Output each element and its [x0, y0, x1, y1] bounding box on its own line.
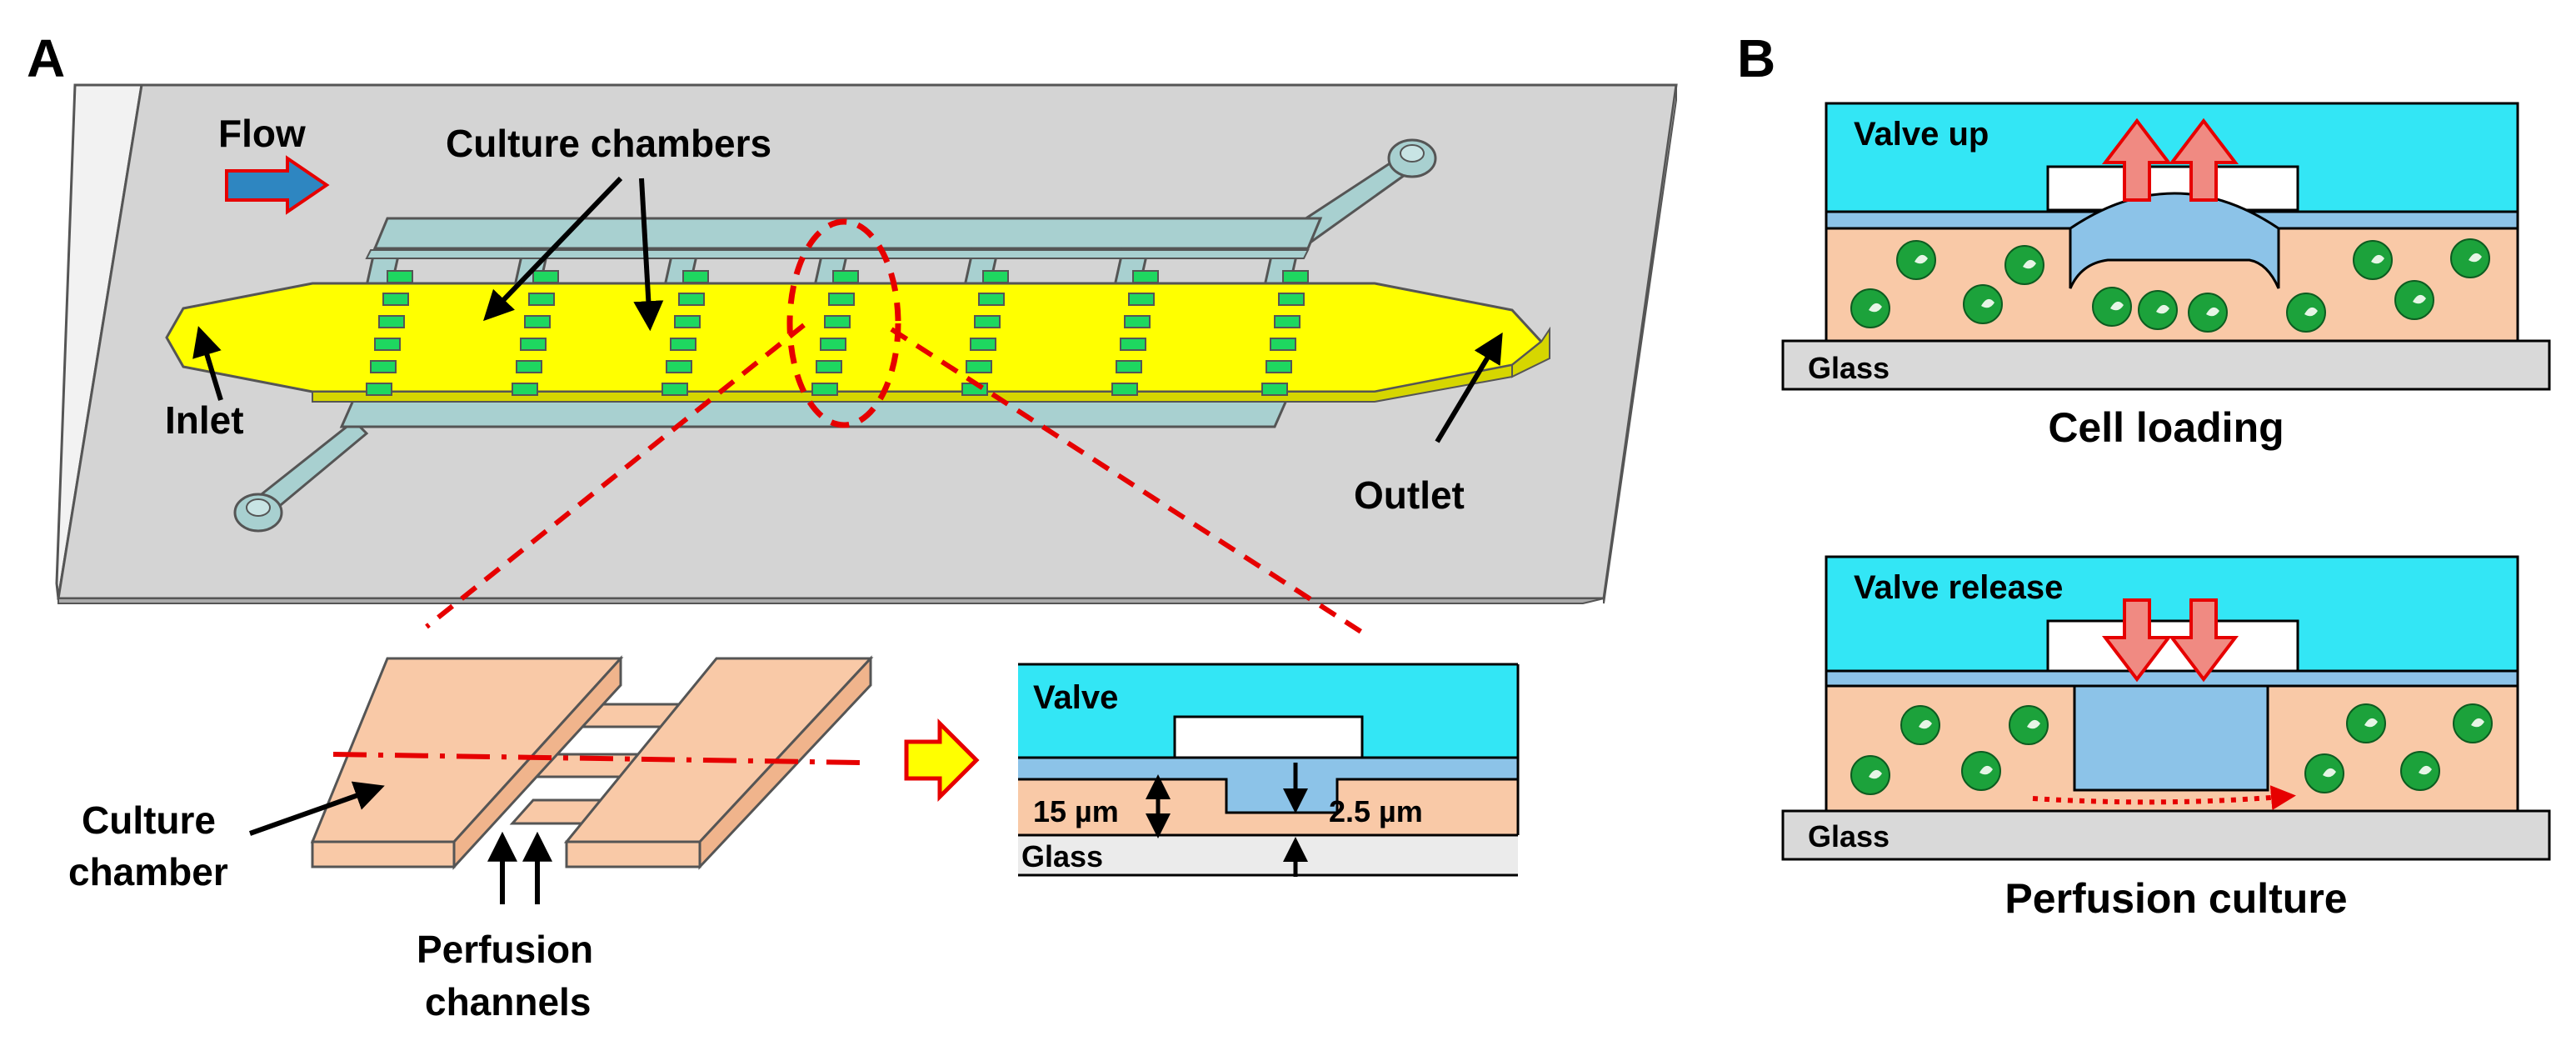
- cell-loading-valve-label: Valve up: [1854, 116, 1989, 153]
- cell-highlight: [2323, 768, 2336, 778]
- culture-chamber-label-line1: Culture: [82, 798, 216, 842]
- perfusion-culture-diagram: [1781, 555, 2551, 861]
- perfusion-channel-segment: [820, 338, 846, 351]
- access-ports: [233, 138, 1437, 533]
- flow-arrow-icon: [225, 155, 330, 215]
- inlet-label: Inlet: [165, 398, 244, 442]
- perfusion-channel-segment: [970, 338, 996, 351]
- perfusion-channel-segment: [978, 293, 1005, 306]
- perfusion-channel-segment: [1270, 338, 1296, 351]
- cell-highlight: [2206, 307, 2219, 317]
- valve-frame-front: [365, 249, 1310, 259]
- perfusion-channel-segment: [382, 293, 409, 306]
- perfusion-channel-segment: [366, 383, 392, 396]
- cell-highlight: [2469, 253, 2482, 263]
- perfusion-channel-segment: [678, 293, 705, 306]
- cell-highlight: [2023, 259, 2036, 269]
- section-arrow-icon: [904, 718, 980, 803]
- perfusion-label-line1: Perfusion: [417, 928, 593, 971]
- culture-chamber-pointer-1: [483, 176, 623, 322]
- perfusion-culture-glass-label: Glass: [1808, 819, 1890, 853]
- perfusion-channel-segment: [670, 338, 696, 351]
- perfusion-channel-segment: [374, 338, 401, 351]
- perfusion-culture-valve-label: Valve release: [1854, 569, 2063, 606]
- zoom-indicator: [425, 218, 1368, 638]
- cell-highlight: [2413, 294, 2426, 304]
- outlet-pointer: [1435, 332, 1503, 443]
- cell-highlight: [2371, 254, 2384, 264]
- cross-section-height-label: 15 µm: [1033, 794, 1119, 828]
- perfusion-channel-segment: [832, 270, 859, 283]
- cell-highlight: [2027, 719, 2040, 729]
- perfusion-channel-segment: [966, 360, 992, 373]
- culture-chamber-pointer-2: [633, 178, 664, 332]
- cell-highlight: [1915, 254, 1928, 264]
- perfusion-channel-segment: [1282, 270, 1309, 283]
- perfusion-label-line2: channels: [425, 980, 591, 1023]
- perfusion-channel-segment: [666, 360, 692, 373]
- perfusion-channel-segment: [982, 270, 1009, 283]
- perfusion-channel-segment: [378, 315, 405, 328]
- culture-chamber-detail: [310, 655, 874, 870]
- cross-section-valve-label: Valve: [1033, 679, 1118, 716]
- panel-a-letter: A: [27, 28, 65, 88]
- perfusion-channel-segment: [682, 270, 709, 283]
- cell-highlight: [1919, 719, 1932, 729]
- perfusion-channel-segment: [512, 383, 538, 396]
- perfusion-channel-segment: [974, 315, 1001, 328]
- cell-highlight: [1981, 298, 1994, 308]
- cell-loading-caption: Cell loading: [2048, 404, 2284, 451]
- cross-section: [1018, 663, 1520, 877]
- perfusion-channel-segment: [1266, 360, 1292, 373]
- perfusion-channel-segment: [1278, 293, 1305, 306]
- cell-highlight: [1869, 303, 1882, 313]
- perfusion-channel-segment: [1124, 315, 1151, 328]
- cell-highlight: [2471, 718, 2484, 728]
- perfusion-channel-segment: [516, 360, 542, 373]
- cell-loading-glass-label: Glass: [1808, 351, 1890, 385]
- perfusion-channel-segment: [1120, 338, 1146, 351]
- outlet-label: Outlet: [1354, 473, 1465, 517]
- cross-section-gap-label: 2.5 µm: [1329, 794, 1423, 828]
- perfusion-channel-segment: [387, 270, 413, 283]
- perfusion-channel-segment: [1128, 293, 1155, 306]
- cross-section-glass-label: Glass: [1021, 839, 1103, 873]
- perfusion-channel-columns: [366, 270, 1309, 396]
- flow-label: Flow: [218, 112, 306, 155]
- cell-highlight: [2156, 304, 2169, 314]
- cell-highlight: [1979, 765, 1993, 775]
- perfusion-channel-segment: [824, 315, 851, 328]
- perfusion-channel-segment: [524, 315, 551, 328]
- perfusion-culture-caption: Perfusion culture: [2004, 875, 2347, 922]
- inlet-pointer: [192, 326, 223, 401]
- perfusion-channel-segment: [674, 315, 701, 328]
- cell-highlight: [2304, 307, 2318, 317]
- culture-chambers-label: Culture chambers: [446, 122, 771, 165]
- perfusion-channel-segment: [661, 383, 688, 396]
- culture-chamber-label-line2: chamber: [68, 850, 228, 893]
- perfusion-channel-segment: [1261, 383, 1288, 396]
- cell-highlight: [2364, 718, 2378, 728]
- cell-highlight: [2110, 301, 2124, 311]
- perfusion-channel-segment: [816, 360, 842, 373]
- cell-highlight: [2419, 765, 2432, 775]
- perfusion-channel-segment: [1274, 315, 1300, 328]
- perfusion-channel-segment: [528, 293, 555, 306]
- cell-highlight: [1869, 769, 1882, 779]
- perfusion-channel-segment: [532, 270, 559, 283]
- culture-chamber-detail-pointer: [248, 781, 385, 836]
- perfusion-channel-segment: [1111, 383, 1138, 396]
- cells-bottom: [1850, 703, 2493, 795]
- perfusion-channel-segment: [1116, 360, 1142, 373]
- perfusion-channel-segment: [520, 338, 547, 351]
- perfusion-channel-segment: [828, 293, 855, 306]
- panel-b-letter: B: [1737, 28, 1775, 88]
- cells-top: [1850, 238, 2490, 333]
- perfusion-channel-segment: [1132, 270, 1159, 283]
- perfusion-channel-segment: [811, 383, 838, 396]
- perfusion-channel-segment: [370, 360, 397, 373]
